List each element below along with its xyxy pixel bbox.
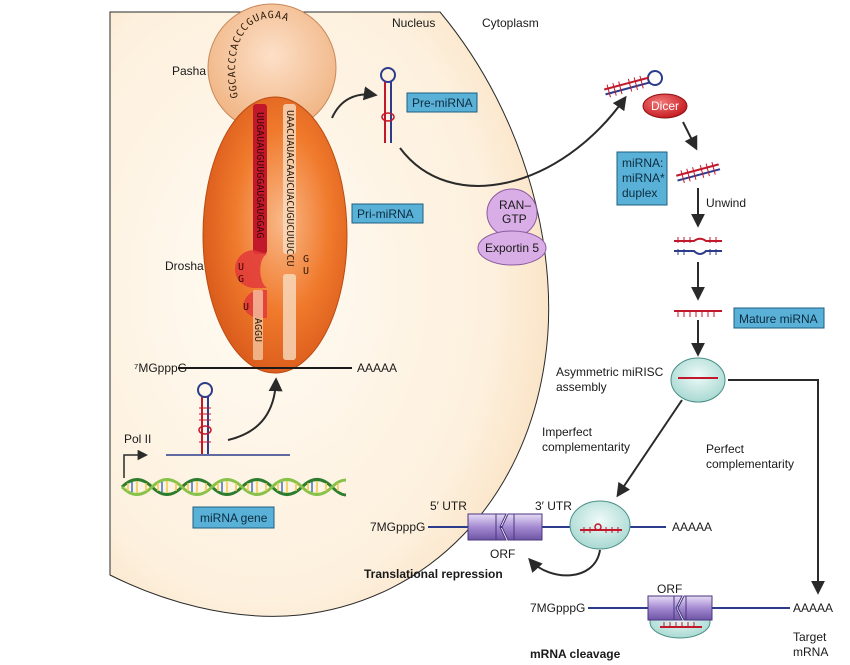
stem-left-lower (253, 290, 263, 360)
left-bulge-letter-1: U (238, 262, 244, 273)
pol-ii-start-arrow (123, 449, 149, 478)
mature-mirna-strand (674, 310, 722, 317)
repression-orf-block (467, 513, 543, 541)
exportin-5-protein (477, 230, 547, 266)
ran-gtp-label-2: GTP (502, 212, 527, 226)
repression-orf-label: ORF (490, 547, 515, 561)
stem-right-strand (283, 104, 296, 254)
stem-left-strand (253, 104, 267, 254)
mirisc-complex (670, 357, 726, 403)
mirna-gene-box (192, 506, 275, 529)
arrow-export (399, 95, 627, 187)
unwind-label: Unwind (706, 196, 746, 210)
duplex-label-1: miRNA: (622, 156, 663, 170)
left-arm-sequence: UUGAUAUGUUGGAUGAUGGAG (254, 112, 265, 238)
nucleus-label: Nucleus (392, 16, 435, 30)
pri-mirna-label: Pri-miRNA (357, 207, 414, 221)
drosha-protein (202, 96, 348, 374)
cleavage-title: mRNA cleavage (530, 647, 621, 661)
right-arm-sequence: UAACUAUACAAUCUACUGUCUUUCCU (284, 110, 295, 267)
imperfect-label-2: complementarity (542, 440, 630, 454)
right-bulge-letter-2: U (303, 266, 309, 277)
cleavage-orf-block (647, 595, 713, 621)
left-u-letter: U (243, 302, 249, 313)
target-mrna-label-2: mRNA (793, 645, 828, 659)
asym-label-2: assembly (556, 380, 607, 394)
repression-bound-mirna (580, 523, 622, 533)
repression-title: Translational repression (364, 567, 503, 581)
cytoplasm-label: Cytoplasm (482, 16, 539, 30)
stem-left-bulge (234, 250, 267, 288)
nascent-hairpin (197, 382, 213, 454)
mirna-gene-label: miRNA gene (200, 511, 268, 525)
pasha-label: Pasha (172, 64, 206, 78)
right-bulge-letter-1: G (303, 254, 309, 265)
dicer-label: Dicer (651, 99, 679, 113)
repression-cap-label: 7MGpppG (370, 520, 425, 534)
duplex-label-3: duplex (622, 186, 657, 200)
transcript-cap-label: ⁷MGpppG (134, 361, 187, 375)
mirna-duplex (675, 161, 721, 184)
pri-mirna-box (351, 203, 424, 224)
dicer-protein (642, 93, 688, 119)
mature-mirna-box (733, 307, 825, 329)
cleavage-orf-label: ORF (657, 582, 682, 596)
cleavage-bound-mirna (660, 622, 702, 628)
cleavage-cap-label: 7MGpppG (530, 601, 585, 615)
repression-5utr-label: 5′ UTR (430, 499, 467, 513)
duplex-box (616, 151, 668, 206)
arrow-pri-to-pre (331, 86, 378, 119)
imperfect-label-1: Imperfect (542, 425, 593, 439)
exportin-5-label: Exportin 5 (485, 241, 539, 255)
left-bulge-letter-2: G (238, 274, 244, 285)
unwound-strands (674, 237, 722, 255)
perfect-label-2: complementarity (706, 457, 794, 471)
pre-mirna-box (406, 92, 478, 113)
repression-inhibit-arc (528, 549, 601, 577)
repression-tail-label: AAAAA (672, 520, 712, 534)
pre-mirna-hairpin (380, 67, 396, 143)
pre-mirna-label: Pre-miRNA (412, 96, 473, 110)
drosha-label: Drosha (165, 259, 204, 273)
arrow-dicer-to-duplex (682, 121, 698, 151)
pol-ii-label: Pol II (124, 432, 151, 446)
asym-label-1: Asymmetric miRISC (556, 365, 664, 379)
stem-right-lower (283, 274, 296, 360)
perfect-label-1: Perfect (706, 442, 745, 456)
target-mrna-label-1: Target (793, 630, 827, 644)
left-tail-sequence: AGGU (252, 318, 263, 342)
repression-3utr-label: 3′ UTR (535, 499, 572, 513)
dna-helix (120, 478, 347, 497)
arrow-to-cleavage (728, 379, 825, 595)
duplex-label-2: miRNA* (622, 171, 665, 185)
transcript-tail-label: AAAAA (357, 361, 397, 375)
cleavage-tail-label: AAAAA (793, 601, 833, 615)
pre-mirna-cytoplasm (603, 70, 663, 98)
arrow-gene-to-pri (227, 377, 283, 441)
mature-mirna-label: Mature miRNA (739, 312, 818, 326)
arrow-to-repression (616, 399, 683, 498)
ran-gtp-label-1: RAN– (499, 198, 531, 212)
